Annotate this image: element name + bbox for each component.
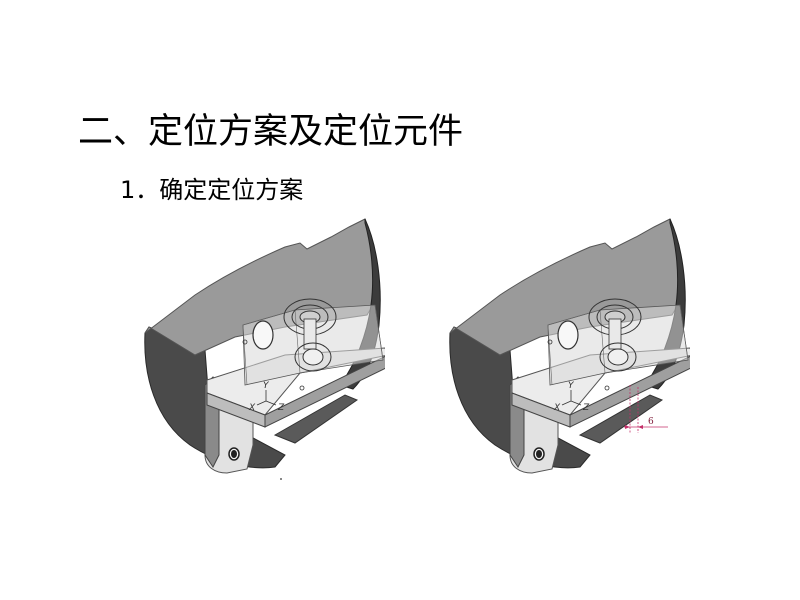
axis-x-label: X [553, 403, 561, 413]
axis-z-label: Z [277, 403, 285, 413]
small-hole [242, 339, 248, 345]
bracket-horizontal-right [264, 355, 385, 428]
casting-body [144, 326, 286, 469]
axis-y-label: Y [568, 381, 575, 391]
dimension-value: 6 [648, 417, 654, 427]
axis-y-label: Y [263, 381, 270, 391]
casting-lower-wedge [273, 394, 359, 444]
transparent-block-edges [242, 304, 384, 386]
transparent-block-edges [547, 304, 689, 386]
fixture-model-figure-left: X Y Z [135, 205, 385, 480]
lower-bore-inner [302, 348, 324, 366]
casting-lower-wedge [578, 394, 664, 444]
coordinate-axes-icon: X Y Z [248, 381, 285, 413]
side-bore [252, 320, 274, 350]
fixture-model-drawing: X Y Z 6 [449, 218, 690, 474]
bracket-hole-inner [536, 450, 542, 458]
dimension-annotation: 6 [624, 385, 668, 433]
casting-body [449, 326, 591, 469]
small-hole [299, 385, 305, 391]
bracket-hole-inner [231, 450, 237, 458]
slide-subtitle: 1．确定定位方案 [120, 176, 304, 204]
lower-bore-inner [607, 348, 629, 366]
axis-z-label: Z [582, 403, 590, 413]
fixture-model-figure-right: X Y Z 6 [440, 205, 690, 480]
lower-bore [599, 342, 637, 372]
slide-title: 二、定位方案及定位元件 [78, 112, 464, 152]
bracket-horizontal-right [569, 355, 690, 428]
axis-x-label: X [248, 403, 256, 413]
small-hole [604, 385, 610, 391]
coordinate-axes-icon: X Y Z [553, 381, 590, 413]
side-bore [557, 320, 579, 350]
fixture-model-drawing: X Y Z [144, 218, 385, 474]
lower-bore [294, 342, 332, 372]
small-hole [547, 339, 553, 345]
stray-dot [280, 478, 282, 480]
